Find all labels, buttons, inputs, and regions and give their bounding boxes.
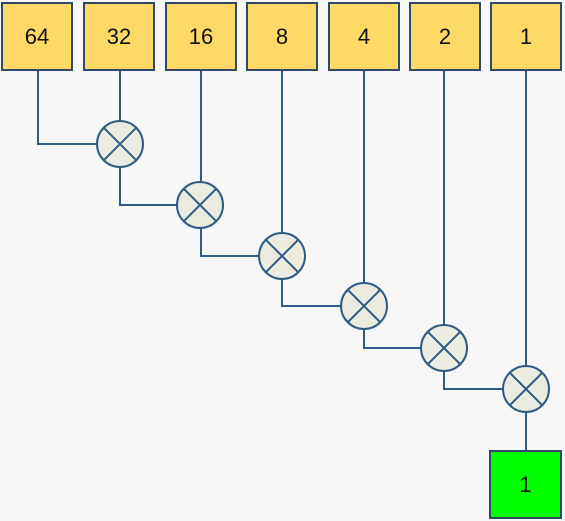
- input-label: 8: [275, 23, 289, 49]
- xor-gate-4: [340, 282, 388, 330]
- output-label: 1: [519, 471, 532, 497]
- wire-gate3-out: [281, 279, 341, 307]
- xor-gate-5: [420, 324, 468, 372]
- input-label: 2: [438, 23, 452, 49]
- xor-gate-2: [176, 181, 224, 229]
- wire-gate2-out: [200, 228, 259, 257]
- xor-gate-3: [258, 232, 306, 280]
- input-label: 16: [188, 23, 214, 49]
- xor-gate-1: [96, 120, 144, 168]
- input-label: 64: [24, 23, 50, 49]
- input-box-64: 64: [1, 2, 73, 71]
- input-box-1: 1: [490, 2, 562, 71]
- xor-gate-6: [502, 365, 550, 413]
- input-label: 32: [106, 23, 132, 49]
- input-box-2: 2: [409, 2, 481, 71]
- input-box-4: 4: [328, 2, 400, 71]
- wire-gate1-out: [119, 167, 177, 206]
- wire-gate4-out: [363, 329, 421, 349]
- input-box-8: 8: [246, 2, 318, 71]
- input-box-32: 32: [83, 2, 155, 71]
- wire-64: [37, 71, 97, 145]
- wire-gate5-out: [443, 371, 503, 390]
- input-label: 4: [357, 23, 371, 49]
- input-label: 1: [519, 23, 533, 49]
- input-box-16: 16: [165, 2, 237, 71]
- output-box: 1: [489, 450, 562, 519]
